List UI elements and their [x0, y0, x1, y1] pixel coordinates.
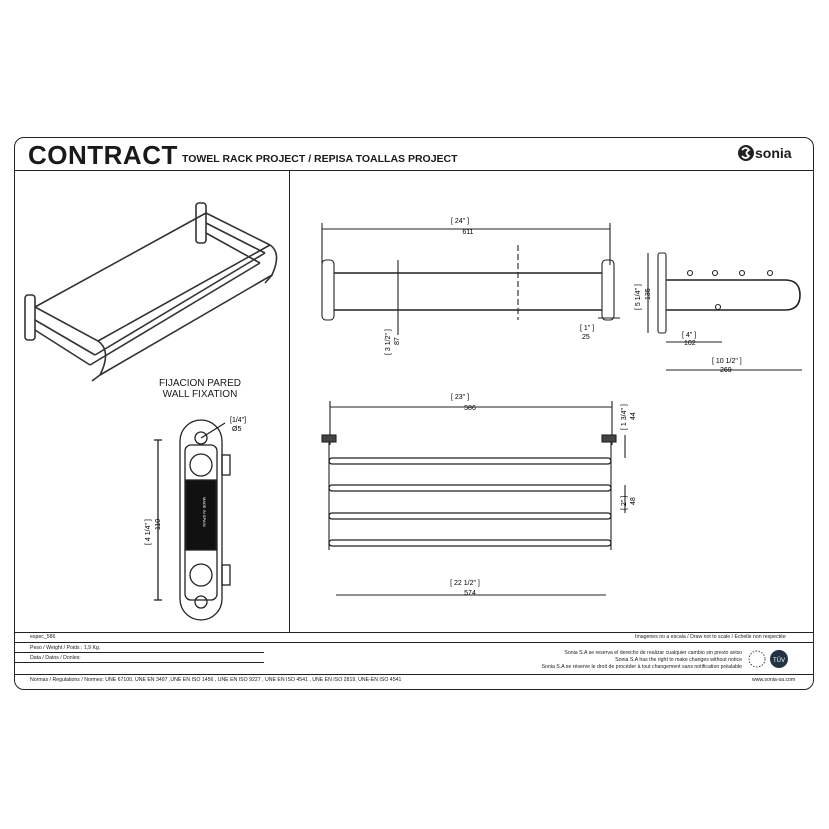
footer-divider: [14, 632, 814, 633]
disclaimer-es: Sonia S.A se reserva el derecho de reali…: [564, 650, 742, 656]
brand-name: sonia: [755, 145, 792, 161]
page-title: CONTRACT: [28, 140, 178, 170]
front-top-in: [ 1 3/4" ]: [621, 404, 628, 430]
footer-row-line: [14, 674, 814, 675]
side-height-mm: 135: [645, 288, 652, 300]
drawing-sheet: [14, 137, 814, 690]
top-offset-in: [ 1" ]: [580, 325, 594, 332]
front-view-drawing: [ 23" ] 586 [ 1 3/4" ] 44 [ 2" ] 48 [ 22…: [321, 394, 637, 597]
fixation-label-es: FIJACION PARED: [158, 378, 242, 389]
front-top-mm: 44: [630, 412, 637, 420]
top-section-in: [ 3 1/2" ]: [385, 329, 392, 355]
top-width-mm: 611: [462, 229, 473, 236]
fixation-hole-in: [1/4"]: [230, 417, 246, 424]
certification-icon: TÜV: [748, 650, 788, 668]
side-height-in: [ 5 1/4" ]: [635, 284, 642, 310]
weight-text: Peso / Weight / Poids : 1,9 Kg.: [30, 645, 101, 651]
front-bar-mm: 574: [464, 590, 476, 597]
front-gap-in: [ 2" ]: [621, 496, 628, 510]
top-section-mm: 87: [394, 337, 401, 345]
page-subtitle: TOWEL RACK PROJECT / REPISA TOALLAS PROJ…: [182, 153, 458, 165]
plate-text: MADE IN SPAIN: [202, 497, 207, 527]
footer-row-line: [14, 642, 814, 643]
side-depth-mm: 269: [720, 367, 732, 374]
date-text: Data / Datos / Donles:: [30, 655, 81, 661]
fixation-hole-mm: Ø5: [232, 426, 241, 433]
side-spacing-mm: 102: [684, 340, 696, 347]
front-width-in: [ 23" ]: [451, 394, 469, 401]
cert-label: TÜV: [773, 657, 785, 664]
footer-row-line: [14, 662, 264, 663]
disclaimer-en: Sonia S.A has the right to make changes …: [615, 657, 742, 663]
regulations-text: Normas / Regulations / Normes: UNE 67100…: [30, 677, 402, 683]
perspective-view: [24, 202, 278, 382]
fixation-height-mm: 110: [155, 519, 162, 530]
brand-logo-icon: [738, 145, 754, 161]
website-link[interactable]: www.sonia-sa.com: [752, 677, 796, 683]
top-offset-mm: 25: [582, 334, 590, 341]
top-width-in: [ 24" ]: [451, 218, 469, 225]
side-depth-in: [ 10 1/2" ]: [712, 358, 742, 365]
front-gap-mm: 48: [630, 497, 637, 505]
wall-fixation-drawing: [1/4"] Ø5 [ 4 1/4" ] 110 MADE IN SPAIN: [145, 417, 246, 621]
fixation-label-en: WALL FIXATION: [162, 389, 238, 400]
front-bar-in: [ 22 1/2" ]: [450, 580, 480, 587]
disclaimer-fr: Sonia S.A se réserve le droit de procéde…: [541, 664, 742, 670]
front-width-mm: 586: [464, 405, 476, 412]
footer-row-line: [14, 652, 264, 653]
top-view-drawing: [ 24" ] 611 [ 3 1/2" ] 87 [ 1" ] 25: [321, 218, 620, 355]
fixation-height-in: [ 4 1/4" ]: [145, 519, 152, 545]
scale-note: Imagenes no a escala / Draw not to scale…: [635, 634, 786, 640]
spec-reference: espec_586: [30, 634, 56, 640]
panel-divider: [289, 170, 290, 632]
header-divider: [14, 170, 814, 171]
side-spacing-in: [ 4" ]: [682, 332, 696, 339]
side-view-drawing: [ 5 1/4" ] 135 [ 4" ] 102 [ 10 1/2" ] 26…: [635, 252, 802, 374]
